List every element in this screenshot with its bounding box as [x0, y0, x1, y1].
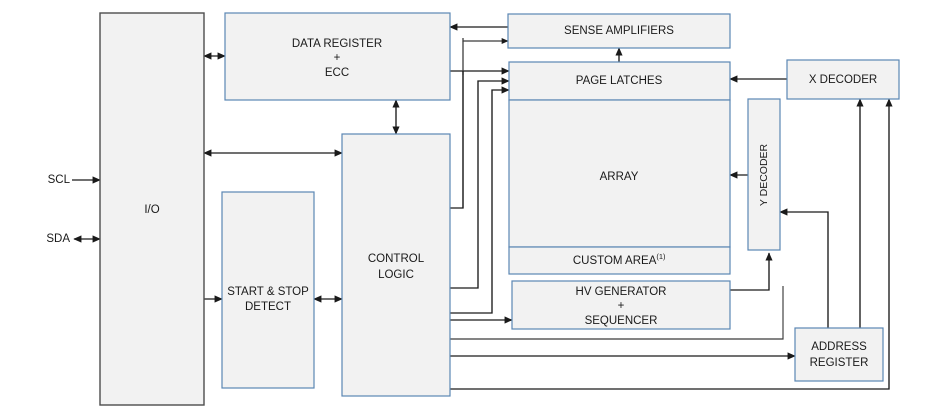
block-page-latches[interactable]: PAGE LATCHES — [508, 61, 731, 101]
block-array-rect — [508, 99, 731, 248]
block-address-register-label: ADDRESS — [811, 341, 867, 353]
block-sense-amplifiers[interactable]: SENSE AMPLIFIERS — [507, 13, 731, 49]
block-custom-area[interactable]: CUSTOM AREA(1) — [508, 246, 731, 275]
block-control-logic-rect — [341, 133, 451, 397]
block-hv-generator[interactable]: HV GENERATOR + SEQUENCER — [511, 280, 731, 330]
wire-address-register-y-decoder — [779, 208, 829, 328]
block-data-register-ecc-label: ECC — [325, 67, 349, 79]
block-start-stop-detect-label2: DETECT — [245, 301, 291, 313]
block-data-register-rect — [224, 12, 451, 101]
block-start-stop-detect-rect — [221, 191, 315, 389]
block-custom-area-rect — [508, 246, 731, 275]
block-hv-generator-plus: + — [618, 300, 625, 312]
block-y-decoder-label: Y DECODER — [758, 143, 770, 206]
block-array[interactable]: ARRAY — [508, 99, 731, 248]
block-io[interactable]: I/O — [99, 12, 205, 406]
block-control-logic-label: CONTROL — [368, 253, 425, 265]
block-address-register-label2: REGISTER — [810, 357, 869, 369]
block-custom-area-superscript: (1) — [656, 252, 666, 261]
wire-control-x-decoder — [450, 98, 893, 390]
block-x-decoder-rect — [786, 59, 900, 100]
block-sense-amplifiers-label: SENSE AMPLIFIERS — [564, 25, 674, 37]
block-y-decoder[interactable]: Y DECODER — [747, 98, 781, 251]
block-data-register-label: DATA REGISTER — [292, 38, 382, 50]
block-x-decoder[interactable]: X DECODER — [786, 59, 900, 100]
block-control-logic-label2: LOGIC — [378, 269, 414, 281]
block-hv-generator-label: HV GENERATOR — [576, 286, 667, 298]
block-y-decoder-rect — [747, 98, 781, 251]
pin-labels: SCL SDA — [46, 174, 70, 245]
wire-hv-generator-y-decoder — [730, 252, 773, 291]
wire-control-page-latches-b — [450, 86, 510, 314]
block-sense-amplifiers-rect — [507, 13, 731, 49]
block-hv-generator-rect — [511, 280, 731, 330]
block-custom-area-text: CUSTOM AREA — [573, 255, 657, 267]
block-io-label: I/O — [144, 204, 159, 216]
block-data-register[interactable]: DATA REGISTER + ECC — [224, 12, 451, 101]
block-x-decoder-label: X DECODER — [809, 74, 877, 86]
block-data-register-plus: + — [334, 52, 341, 64]
pin-label-scl: SCL — [48, 174, 71, 186]
block-address-register-rect — [794, 327, 884, 382]
block-hv-generator-sequencer-label: SEQUENCER — [585, 315, 658, 327]
pin-label-sda: SDA — [46, 233, 70, 245]
block-start-stop-detect-label: START & STOP — [227, 286, 309, 298]
block-address-register[interactable]: ADDRESS REGISTER — [794, 327, 884, 382]
block-custom-area-label: CUSTOM AREA(1) — [544, 251, 688, 267]
block-control-logic[interactable]: CONTROL LOGIC — [341, 133, 451, 397]
block-io-rect — [99, 12, 205, 406]
wire-control-page-latches-c — [450, 71, 464, 209]
block-start-stop-detect[interactable]: START & STOP DETECT — [221, 191, 315, 389]
wire-control-page-latches-a — [450, 77, 510, 289]
wire-control-hv-feedback — [450, 286, 784, 340]
block-array-label: ARRAY — [600, 171, 639, 183]
wire-data-register-sense-amps — [462, 37, 509, 45]
block-page-latches-label: PAGE LATCHES — [576, 75, 663, 87]
wire-layer — [72, 23, 893, 390]
